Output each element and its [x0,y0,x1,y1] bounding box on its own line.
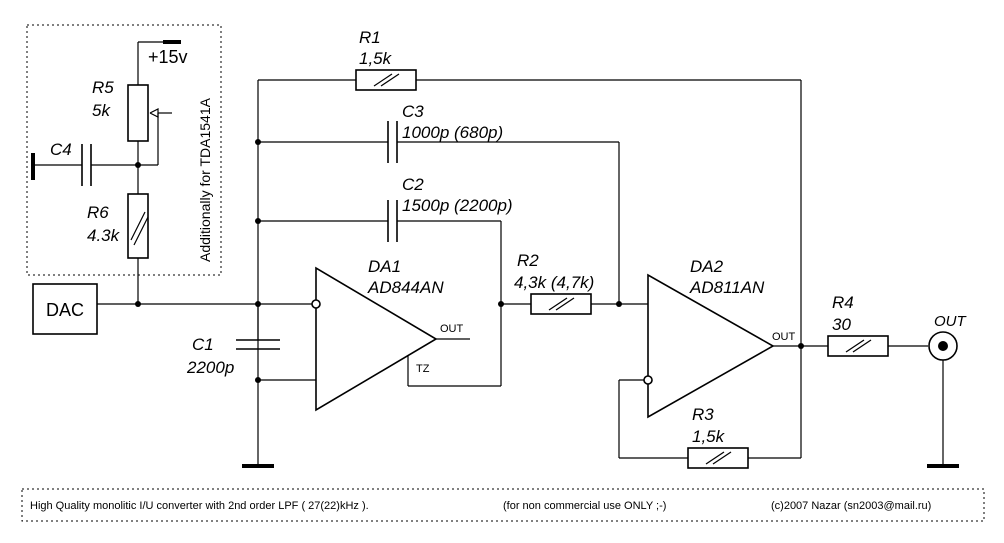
r3-value: 1,5k [692,427,726,446]
r2-name: R2 [517,251,539,270]
option-box [26,24,222,276]
c3-name: C3 [402,102,424,121]
r2-value: 4,3k (4,7k) [514,273,594,292]
r5-wiper-icon [149,108,159,118]
r1-resistor [355,69,417,91]
da1-tz-pin: TZ [416,363,430,375]
r5-value: 5k [92,101,111,120]
footer-description: High Quality monolitic I/U converter wit… [30,500,369,512]
footer-copyright: (c)2007 Nazar (sn2003@mail.ru) [771,500,931,512]
supply-label: +15v [148,47,188,67]
da2-part: AD811AN [689,278,765,297]
da2-inverting-input [643,375,653,385]
r5-potentiometer [127,84,149,142]
r6-value: 4.3k [87,226,121,245]
option-note: Additionally for TDA1541A [197,97,213,262]
footer-usage: (for non commercial use ONLY ;-) [503,500,666,512]
c2-value: 1500p (2200p) [402,196,513,215]
da1-inverting-input [311,299,321,309]
r1-value: 1,5k [359,49,393,68]
c1-value: 2200p [186,358,234,377]
r3-resistor [687,447,749,469]
r4-resistor [827,335,889,357]
dac-label: DAC [46,300,84,320]
r1-name: R1 [359,28,381,47]
dac-block [32,283,98,335]
da2-opamp [647,273,775,419]
r4-name: R4 [832,293,854,312]
da1-out-pin: OUT [440,323,464,335]
da2-name: DA2 [690,257,724,276]
c4-name: C4 [50,140,72,159]
r5-name: R5 [92,78,114,97]
c2-name: C2 [402,175,424,194]
da1-name: DA1 [368,257,401,276]
output-label: OUT [934,313,968,330]
da2-out-pin: OUT [772,331,796,343]
r2-resistor [530,293,592,315]
r3-name: R3 [692,405,714,424]
da1-opamp [315,266,438,412]
r6-name: R6 [87,203,109,222]
footer-box [21,488,985,522]
c3-value: 1000p (680p) [402,123,503,142]
c1-name: C1 [192,335,214,354]
r4-value: 30 [832,315,851,334]
da1-part: AD844AN [367,278,444,297]
